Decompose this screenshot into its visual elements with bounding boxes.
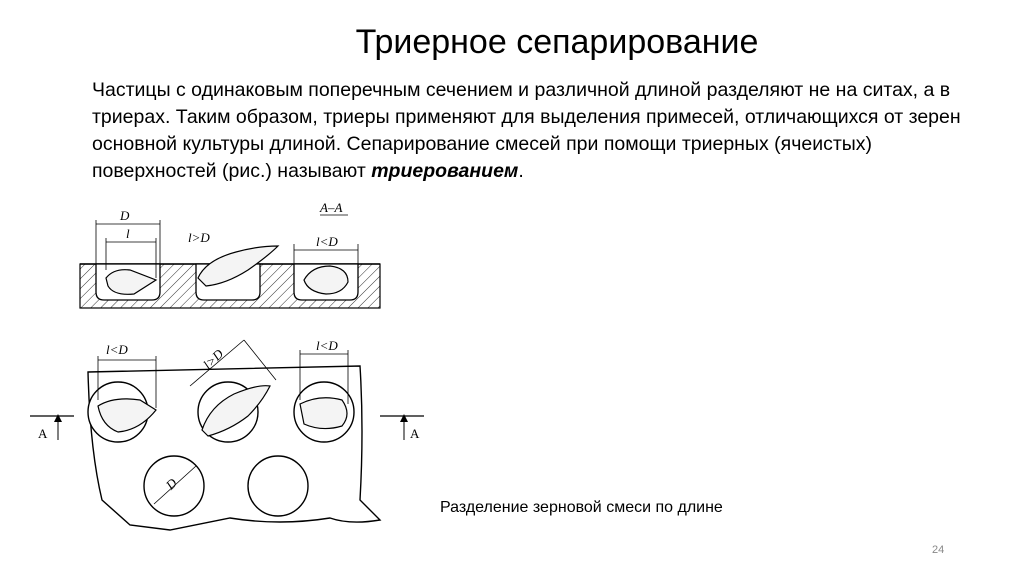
paragraph-main: Частицы с одинаковым поперечным сечением… (92, 79, 961, 182)
page-number: 24 (932, 544, 945, 556)
label-A-right: A (410, 426, 420, 441)
label-l-top: l (126, 226, 130, 241)
plan-view: l<D l>D l<D D A A (30, 338, 424, 531)
body-paragraph: Частицы с одинаковым поперечным сечением… (92, 77, 992, 185)
paragraph-emphasis: триерованием (371, 160, 519, 182)
figure-caption: Разделение зерновой смеси по длине (440, 499, 723, 516)
label-l-lt-D-left: l<D (106, 342, 128, 357)
grain-short-1 (105, 269, 158, 295)
grain-long-1 (197, 245, 280, 287)
label-l-gt-D-diag: l>D (200, 346, 227, 372)
slide-title: Триерное сепарирование (355, 23, 759, 61)
label-section: A–A (319, 200, 342, 215)
trier-diagram: D l l>D A–A l<D (30, 200, 424, 531)
label-A-left: A (38, 426, 48, 441)
grain-short-2 (303, 265, 349, 295)
label-l-gt-D-top: l>D (188, 230, 210, 245)
grain-plan-1 (97, 398, 157, 433)
cross-section-view: D l l>D A–A l<D (79, 200, 381, 309)
paragraph-end: . (518, 160, 524, 182)
label-l-lt-D-right: l<D (316, 338, 338, 353)
grain-plan-2 (299, 397, 348, 430)
grain-plan-long (201, 385, 271, 437)
label-l-lt-D-top: l<D (316, 234, 338, 249)
label-D-top: D (119, 208, 130, 223)
